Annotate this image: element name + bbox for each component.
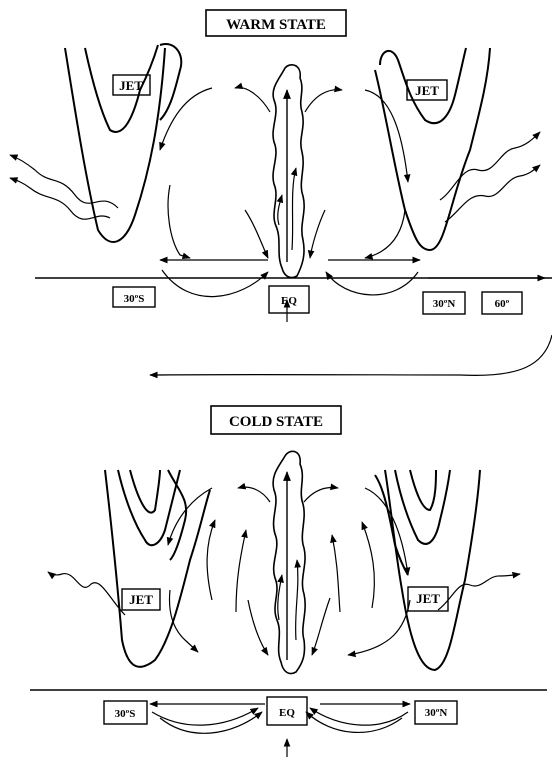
cold-right-jet-trough: [375, 470, 480, 670]
cold-title-box: COLD STATE: [211, 406, 341, 434]
cold-left-jet-trough: [105, 470, 210, 667]
warm-lat-60-label: 60º: [495, 298, 510, 310]
cold-lat-30n-label: 30ºN: [425, 707, 448, 719]
cold-convective-tower: [273, 451, 305, 673]
warm-title: WARM STATE: [226, 17, 326, 33]
cold-wavy-arrows-left: [48, 572, 125, 615]
warm-jet-left-box: JET: [113, 75, 150, 95]
warm-updraft-arrow-2: [292, 168, 296, 250]
warm-lat-30n-box: 30ºN: [423, 292, 465, 314]
cold-state-panel: COLD STATE JET JET: [30, 406, 547, 757]
warm-right-jet-trough: [375, 48, 490, 250]
cold-wavy-arrows-right: [438, 574, 520, 610]
warm-jet-right-box: JET: [407, 80, 447, 100]
cold-lat-eq-box: EQ: [267, 697, 307, 725]
warm-lat-30s-box: 30ºS: [113, 287, 155, 307]
warm-jet-left-label: JET: [119, 78, 143, 93]
warm-convective-tower: [273, 65, 304, 278]
warm-left-jet-trough: [65, 44, 181, 242]
warm-updraft-arrow-3: [278, 195, 282, 225]
cold-updraft-arrow-3: [278, 575, 282, 620]
warm-jet-right-label: JET: [415, 83, 439, 98]
cold-title: COLD STATE: [229, 414, 323, 430]
warm-wavy-arrows-right: [440, 132, 540, 222]
warm-lat-30s-label: 30ºS: [124, 293, 145, 305]
warm-wavy-arrows-left: [10, 155, 118, 219]
cold-jet-left-box: JET: [122, 589, 160, 610]
cold-lat-30s-label: 30ºS: [115, 708, 136, 720]
cold-jet-right-label: JET: [416, 591, 440, 606]
cold-jet-left-label: JET: [129, 592, 153, 607]
warm-hadley-circulation-arrows: [160, 87, 408, 258]
cold-updraft-arrow-2: [296, 560, 298, 640]
warm-lat-30n-label: 30ºN: [433, 298, 456, 310]
cold-lat-30s-box: 30ºS: [104, 701, 147, 724]
cold-lat-eq-label: EQ: [279, 707, 295, 719]
cold-lat-30n-box: 30ºN: [415, 701, 457, 724]
warm-state-panel: WARM STATE JET JET: [10, 10, 552, 375]
warm-lat-60-box: 60º: [482, 292, 522, 314]
warm-title-box: WARM STATE: [206, 10, 346, 36]
warm-lat-eq-label: EQ: [281, 295, 297, 307]
warm-lat-eq-box: EQ: [269, 286, 309, 313]
